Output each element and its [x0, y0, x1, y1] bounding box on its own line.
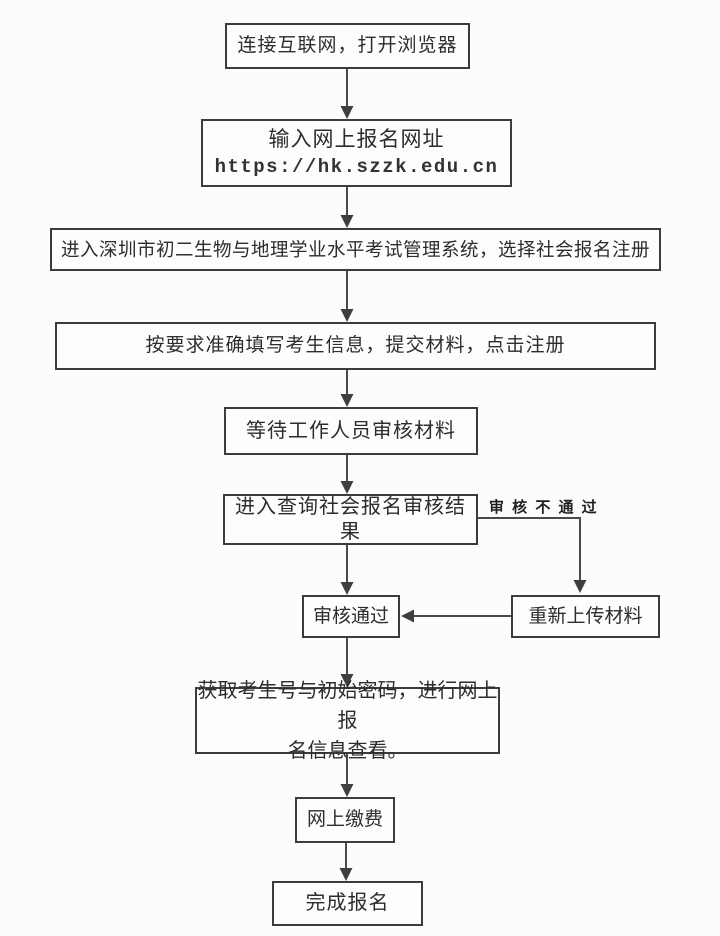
node-label: 完成报名 — [305, 892, 390, 914]
node-label: 网上缴费 — [306, 809, 383, 831]
node-fill-info: 按要求准确填写考生信息，提交材料，点击注册 — [55, 322, 656, 370]
node-obtain-credentials: 获取考生号与初始密码，进行网上报 名信息查看。 — [195, 680, 500, 762]
node-label: 进入深圳市初二生物与地理学业水平考试管理系统，选择社会报名注册 — [60, 238, 650, 260]
node-label-line2: 名信息查看。 — [287, 739, 408, 762]
arrow-query-to-reupload — [478, 517, 587, 593]
node-label: 输入网上报名网址 — [268, 127, 445, 151]
node-wait-review: 等待工作人员审核材料 — [224, 407, 478, 455]
registration-url: https://hk.szzk.edu.cn — [214, 155, 499, 178]
edge-label-review-rejected: 审 核 不 通 过 — [489, 499, 599, 516]
node-label: 审核通过 — [312, 605, 389, 627]
node-label: 按要求准确填写考生信息，提交材料，点击注册 — [145, 335, 566, 357]
node-label: 重新上传材料 — [528, 605, 643, 627]
node-enter-url: 输入网上报名网址 https://hk.szzk.edu.cn — [201, 119, 512, 187]
node-registration-complete: 完成报名 — [272, 881, 423, 926]
node-label: 进入查询社会报名审核结果 — [235, 495, 466, 543]
node-reupload-materials: 重新上传材料 — [511, 595, 660, 638]
node-review-passed: 审核通过 — [302, 595, 400, 638]
node-online-payment: 网上缴费 — [295, 797, 395, 843]
node-enter-system: 进入深圳市初二生物与地理学业水平考试管理系统，选择社会报名注册 — [50, 228, 661, 271]
node-label: 等待工作人员审核材料 — [246, 419, 456, 442]
node-label: 连接互联网，打开浏览器 — [237, 35, 458, 57]
node-query-result: 进入查询社会报名审核结果 — [223, 494, 478, 545]
node-label-line1: 获取考生号与初始密码，进行网上报 — [197, 679, 498, 732]
node-connect-internet: 连接互联网，打开浏览器 — [225, 23, 470, 69]
